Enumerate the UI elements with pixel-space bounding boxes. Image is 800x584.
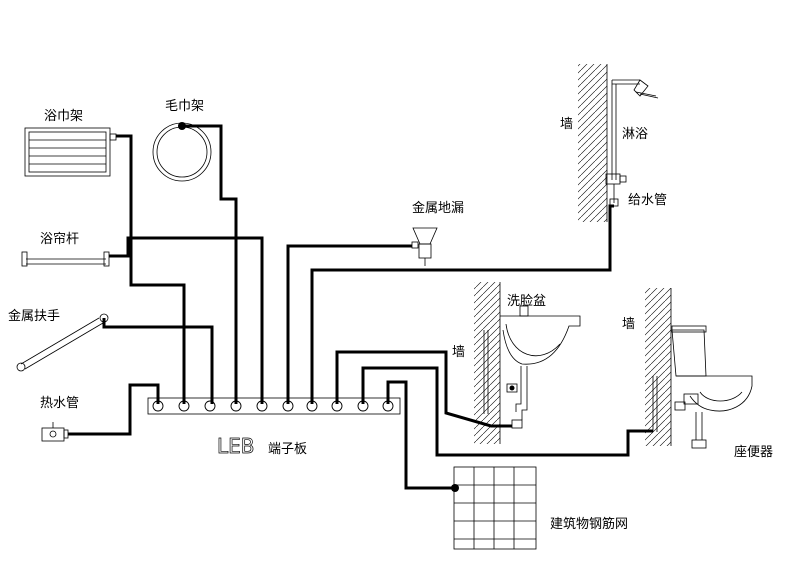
floor-drain-label: 金属地漏 <box>412 200 464 216</box>
wire-grab-bar <box>102 318 214 404</box>
towel-rack-icon <box>24 127 117 177</box>
wire-shower-rod <box>109 236 264 404</box>
leb-suffix-label: 端子板 <box>268 442 307 457</box>
hot-water-pipe-icon <box>41 422 69 442</box>
leb-terminal-board <box>147 397 401 415</box>
shower-rod-icon <box>21 251 110 267</box>
towel-ring-icon <box>152 122 212 182</box>
shower-head-icon <box>605 79 659 207</box>
shower-wall <box>578 64 608 222</box>
rebar-mesh-label: 建筑物钢筋网 <box>550 516 628 532</box>
wire-shower <box>310 204 614 404</box>
floor-drain-icon <box>411 227 438 266</box>
basin-wall <box>474 282 501 444</box>
wire-towel-rack <box>116 134 186 404</box>
leb-code-label: LEB <box>217 434 255 458</box>
wire-rebar <box>386 380 455 490</box>
water-supply-pipe-label: 给水管 <box>628 193 667 208</box>
toilet-wall-label: 墙 <box>622 317 635 332</box>
wire-toilet <box>361 366 653 457</box>
towel-ring-label: 毛巾架 <box>165 99 204 114</box>
wire-hot-water-pipe <box>68 383 160 436</box>
wire-towel-ring <box>182 124 238 404</box>
toilet-label: 座便器 <box>734 445 773 460</box>
grab-bar-label: 金属扶手 <box>8 308 60 324</box>
hot-water-pipe-label: 热水管 <box>40 396 79 411</box>
shower-wall-label: 墙 <box>560 117 573 132</box>
towel-rack-label: 浴巾架 <box>44 109 83 124</box>
shower-rod-label: 浴帘杆 <box>40 231 79 247</box>
toilet-wall <box>645 288 672 446</box>
washbasin-label: 洗脸盆 <box>507 294 546 309</box>
wire-floor-drain <box>286 244 412 404</box>
wire-washbasin <box>335 350 512 428</box>
bonding-wires <box>68 124 653 490</box>
toilet-icon <box>652 325 753 449</box>
rebar-mesh-icon <box>451 466 537 550</box>
grab-bar-icon <box>16 313 109 372</box>
washbasin-icon <box>483 300 581 429</box>
leb-terminals <box>152 400 394 412</box>
basin-wall-label: 墙 <box>452 345 465 360</box>
shower-label: 淋浴 <box>622 127 648 142</box>
